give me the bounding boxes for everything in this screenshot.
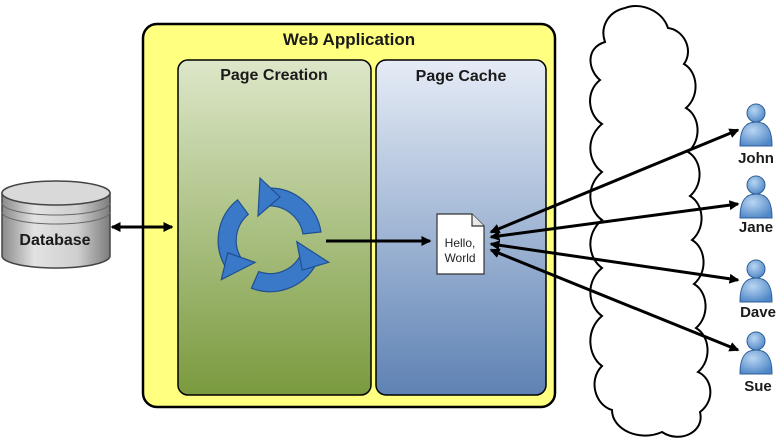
page-creation-title: Page Creation xyxy=(220,67,328,84)
user-icon-john xyxy=(739,103,773,147)
refresh-cycle-icon xyxy=(217,176,331,293)
database-label: Database xyxy=(19,232,90,249)
user-icon-jane xyxy=(739,175,773,219)
sue-arrow xyxy=(489,248,740,352)
document-text-line1: Hello, xyxy=(445,236,476,250)
document-icon xyxy=(436,213,485,275)
user-label-sue: Sue xyxy=(744,378,772,395)
user-icon-dave xyxy=(739,259,773,303)
user-label-jane: Jane xyxy=(739,219,773,236)
user-icon-sue xyxy=(739,331,773,375)
page-creation-panel xyxy=(177,59,372,396)
user-label-john: John xyxy=(738,150,774,167)
connectors xyxy=(110,128,740,352)
web-application-title: Web Application xyxy=(283,30,415,49)
page-cache-title: Page Cache xyxy=(416,68,507,85)
document-text-line2: World xyxy=(444,251,475,265)
jane-arrow xyxy=(489,200,740,241)
user-label-dave: Dave xyxy=(740,304,776,321)
database-cylinder xyxy=(1,180,111,269)
